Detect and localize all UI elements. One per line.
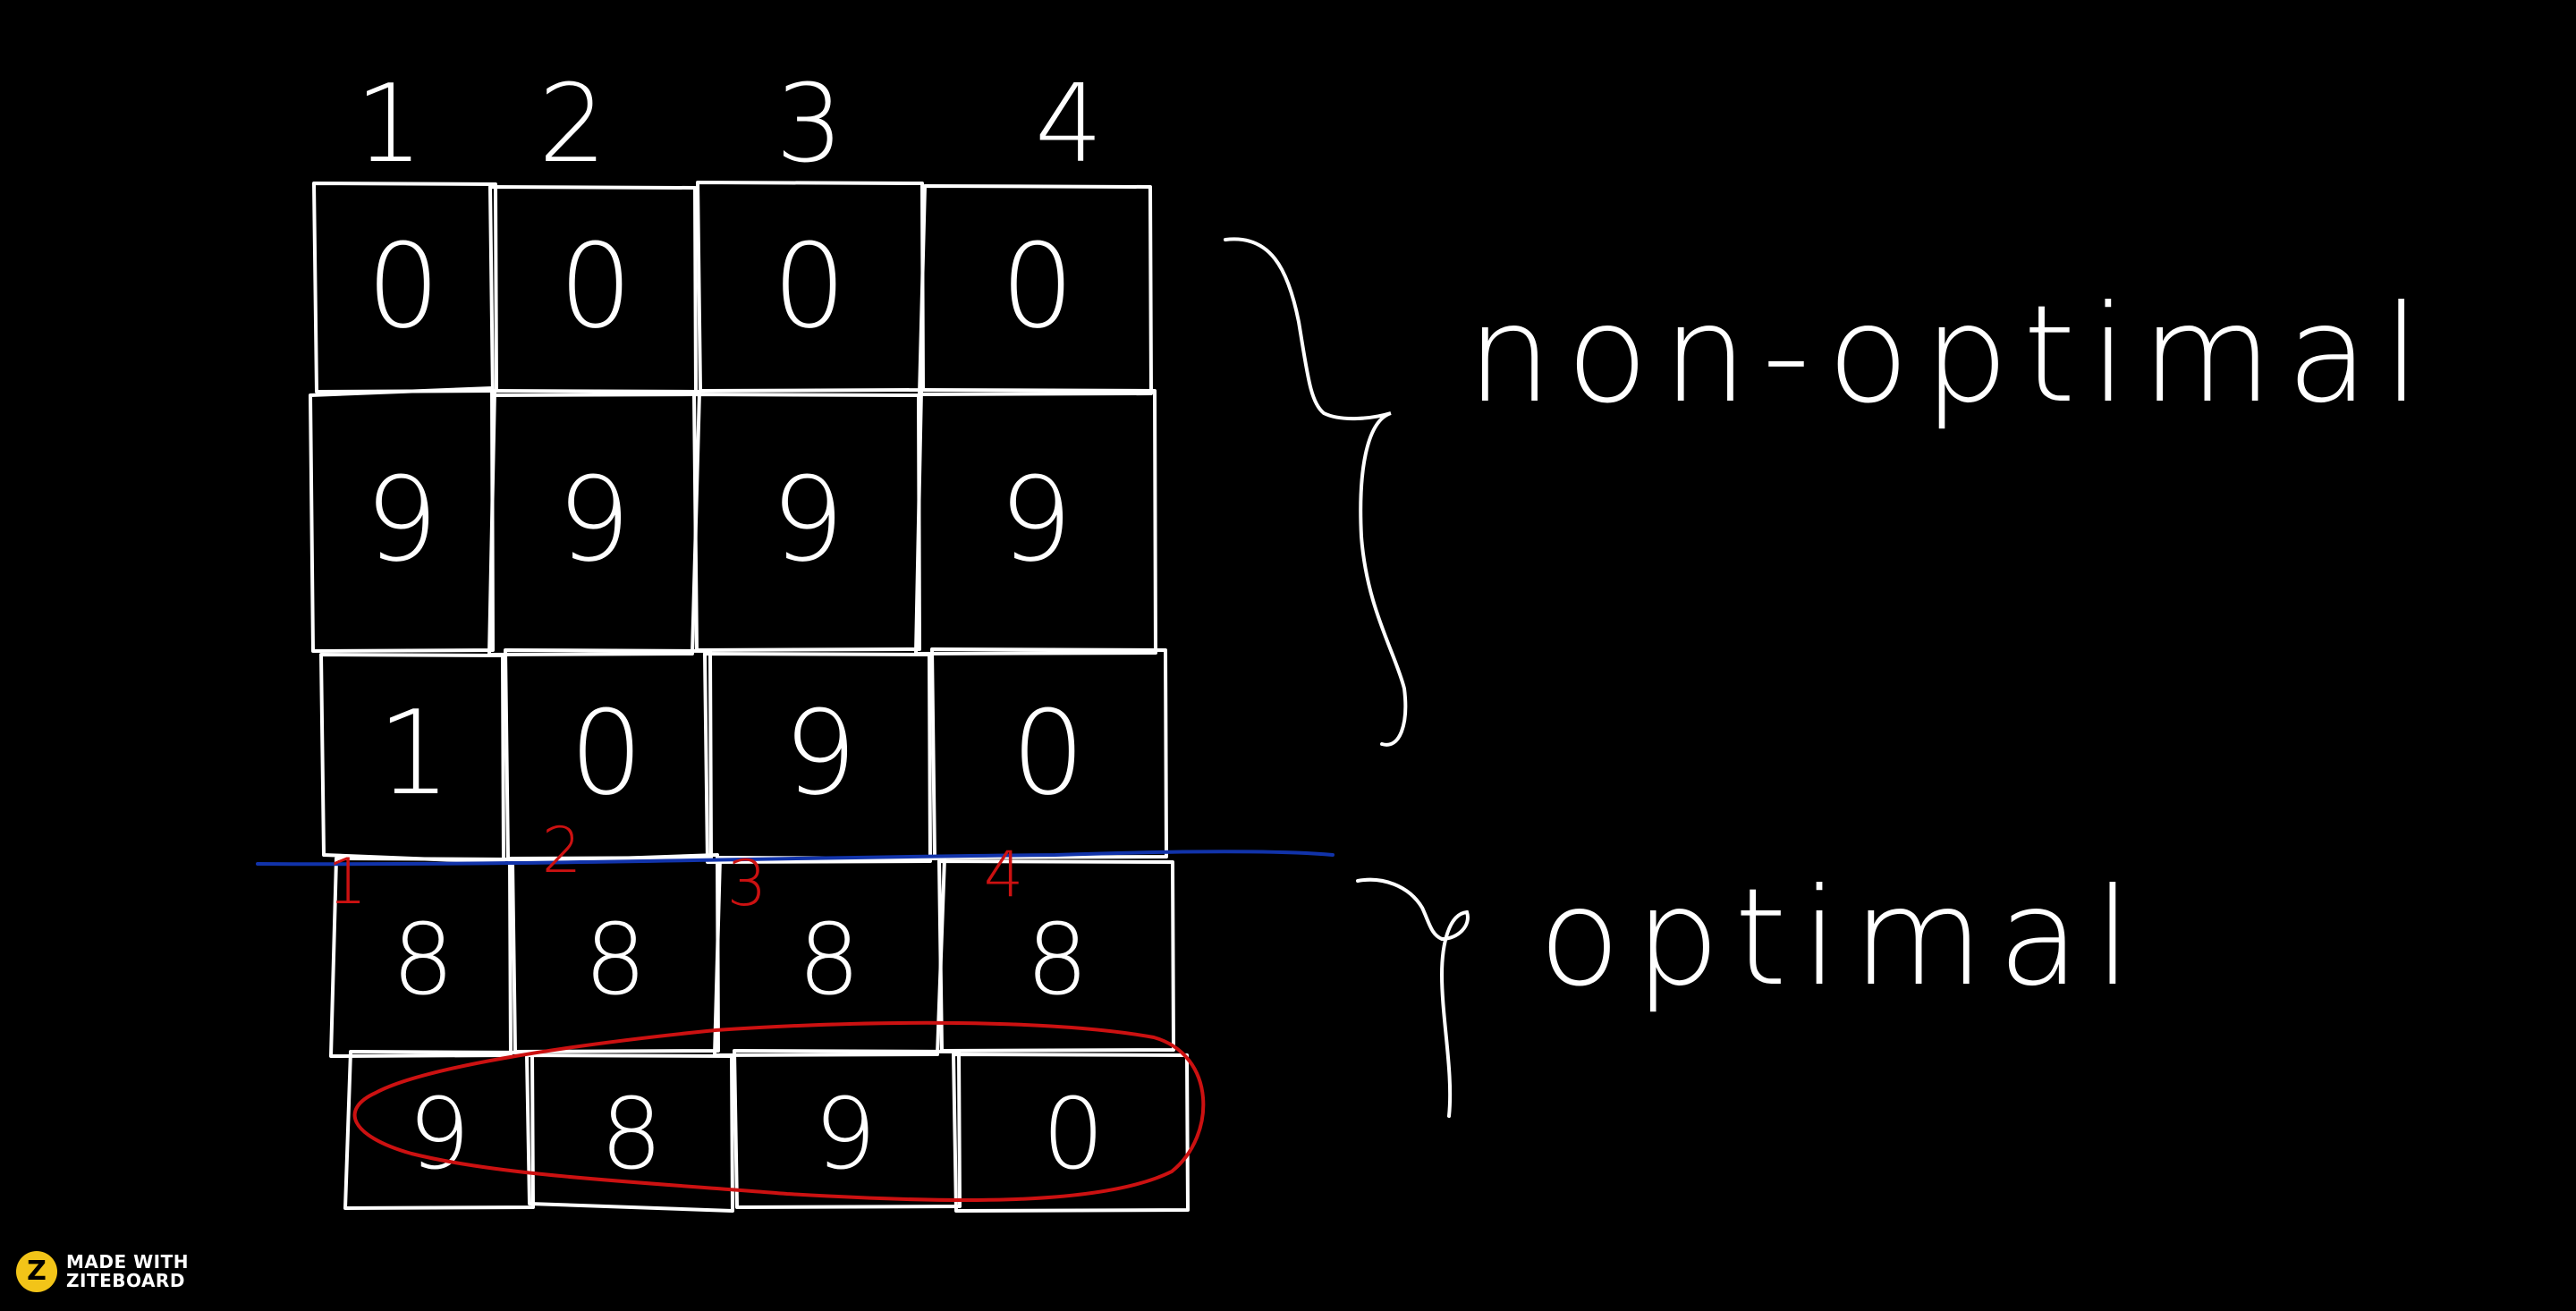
red-column-number-3: 3 bbox=[727, 847, 767, 920]
grid-cell-border-r1-c4 bbox=[918, 184, 1153, 396]
column-header-3: 3 bbox=[775, 63, 843, 187]
grid-cell-r2-c2: 9 bbox=[557, 452, 631, 588]
column-header-4: 4 bbox=[1035, 63, 1103, 187]
grid-cell-r2-c3: 9 bbox=[771, 452, 845, 588]
grid-cell-r4-c2: 8 bbox=[584, 902, 647, 1017]
grid-cell-r1-c4: 0 bbox=[1001, 218, 1075, 354]
non-optimal-label: non-optimal bbox=[1467, 277, 2435, 433]
grid-cell-r5-c2: 8 bbox=[600, 1077, 663, 1191]
badge-line-2: ZITEBOARD bbox=[66, 1270, 185, 1291]
grid-cell-border-r2-c4 bbox=[914, 388, 1157, 656]
non-optimal-brace bbox=[1224, 237, 1408, 747]
grid-cell-r4-c4: 8 bbox=[1026, 902, 1089, 1017]
grid-cell-border-r3-c4 bbox=[930, 647, 1168, 859]
badge-line-1: MADE WITH bbox=[66, 1251, 189, 1273]
grid-cell-r2-c1: 9 bbox=[365, 452, 439, 588]
grid-cell-border-r4-c2 bbox=[511, 853, 720, 1053]
red-column-number-1: 1 bbox=[327, 845, 368, 918]
ziteboard-logo-icon: Z bbox=[16, 1251, 57, 1292]
grid-cell-r2-c4: 9 bbox=[999, 452, 1073, 588]
grid-cell-r3-c2: 0 bbox=[570, 685, 644, 821]
grid-cell-r1-c3: 0 bbox=[773, 218, 847, 354]
grid-cell-border-r2-c1 bbox=[309, 386, 495, 653]
optimal-label: optimal bbox=[1538, 860, 2146, 1016]
grid-cell-border-r3-c2 bbox=[504, 648, 713, 860]
grid-cell-border-r5-c2 bbox=[525, 1053, 734, 1213]
grid-cell-r5-c1: 9 bbox=[408, 1077, 470, 1191]
red-column-number-4: 4 bbox=[984, 838, 1024, 911]
grid-cell-r4-c1: 8 bbox=[392, 902, 454, 1017]
grid-cell-r1-c1: 0 bbox=[367, 218, 441, 354]
grid-cell-border-r2-c3 bbox=[692, 393, 921, 652]
column-header-2: 2 bbox=[538, 63, 606, 187]
grid-cell-border-r5-c4 bbox=[952, 1053, 1190, 1213]
divider-line bbox=[256, 850, 1335, 867]
red-column-numbers: 1 2 3 4 bbox=[327, 814, 1024, 920]
grid-cell-border-r5-c3 bbox=[733, 1049, 962, 1209]
grid-cell-r5-c4: 0 bbox=[1042, 1077, 1105, 1191]
grid-cell-r1-c2: 0 bbox=[559, 218, 633, 354]
grid-cell-border-r3-c3 bbox=[703, 652, 932, 864]
grid-cell-r5-c3: 9 bbox=[814, 1077, 877, 1191]
optimal-brace bbox=[1356, 877, 1470, 1118]
grid-cell-r3-c1: 1 bbox=[377, 685, 452, 821]
grid-cell-border-r5-c1 bbox=[343, 1050, 535, 1210]
badge-text: MADE WITH ZITEBOARD bbox=[66, 1253, 189, 1290]
grid-cell-border-r4-c4 bbox=[937, 859, 1175, 1053]
red-column-number-2: 2 bbox=[542, 814, 582, 887]
grid-cell-r3-c4: 0 bbox=[1012, 685, 1086, 821]
grid-cell-r4-c3: 8 bbox=[798, 902, 860, 1017]
last-row-highlight-loop bbox=[352, 1020, 1206, 1203]
column-header-1: 1 bbox=[355, 63, 423, 187]
made-with-ziteboard-badge[interactable]: Z MADE WITH ZITEBOARD bbox=[16, 1250, 189, 1293]
grid-cell-r3-c3: 9 bbox=[784, 685, 858, 821]
grid-cell-border-r2-c2 bbox=[487, 389, 701, 656]
